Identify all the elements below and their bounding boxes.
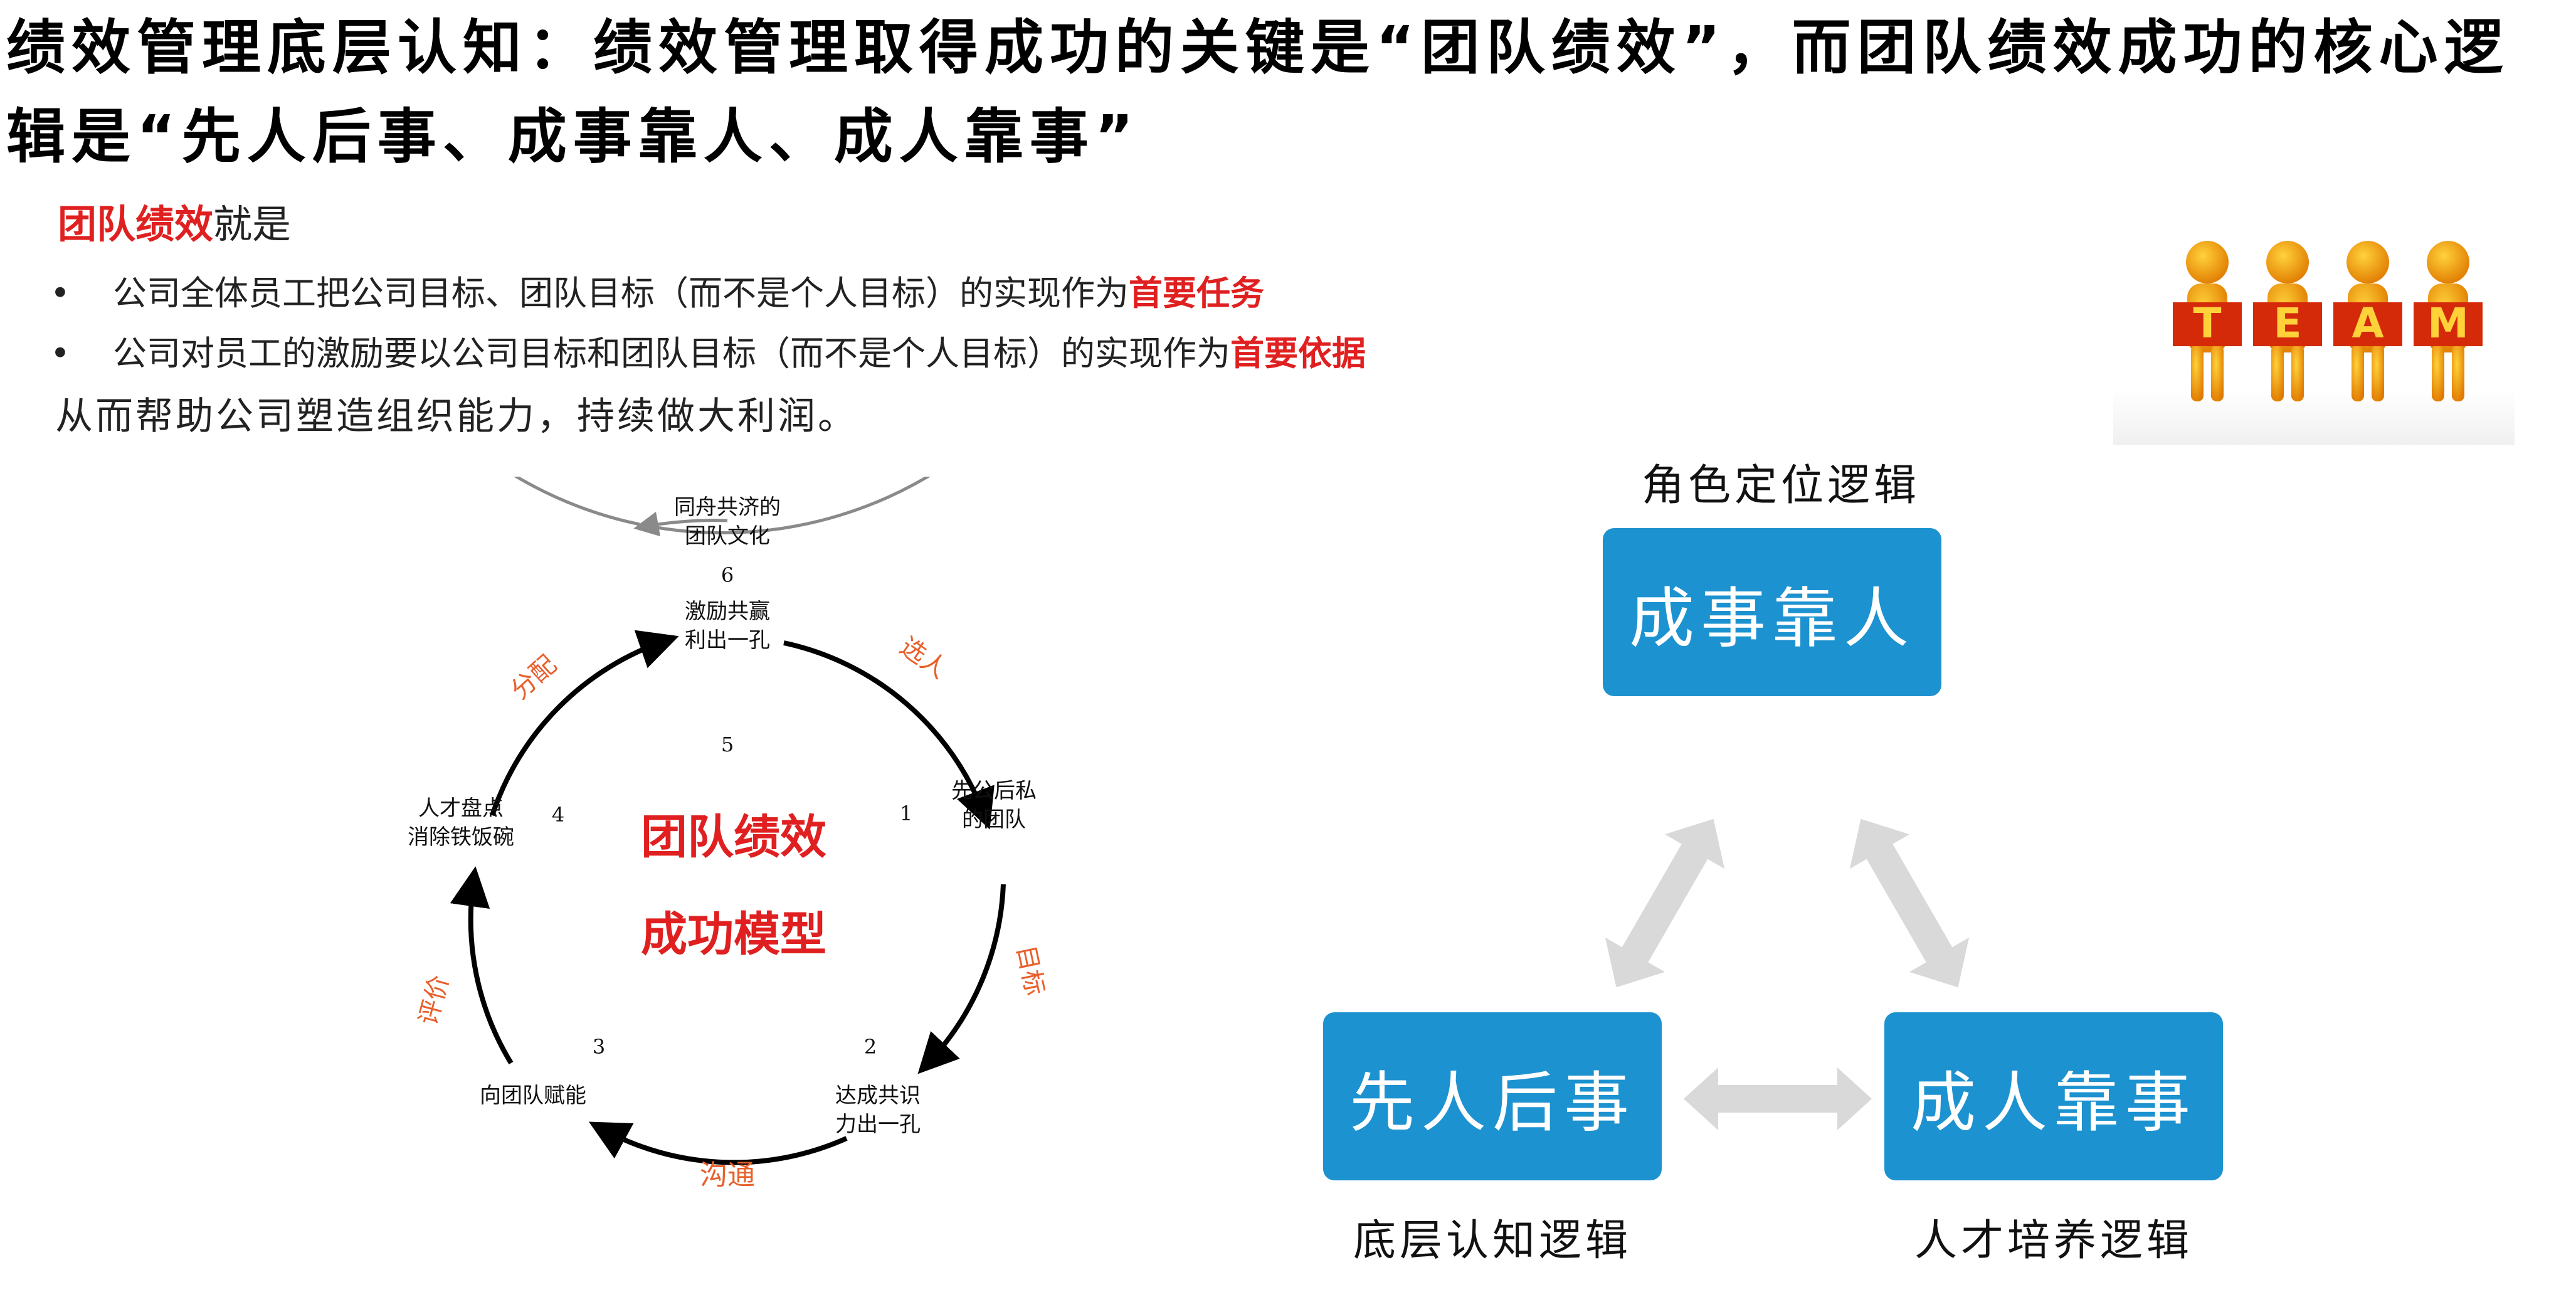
box-success-depends-on-people: 成事靠人 [1603, 528, 1941, 696]
arrow-label-select: 选人 [894, 632, 952, 685]
node-number-4: 4 [552, 803, 564, 827]
center-title-line1: 团队绩效 [641, 810, 826, 864]
team-figure: M [2414, 241, 2483, 401]
bullet-item-2: • 公司对员工的激励要以公司目标和团队目标（而不是个人目标）的实现作为首要依据 [50, 331, 1366, 376]
bullet-text: 公司对员工的激励要以公司目标和团队目标（而不是个人目标）的实现作为 [113, 334, 1230, 373]
culture-label-line2: 团队文化 [685, 524, 770, 549]
arrow-2-to-3 [588, 1121, 848, 1165]
bullet-text: 公司全体员工把公司目标、团队目标（而不是个人目标）的实现作为 [113, 273, 1129, 313]
node-number-1: 1 [900, 802, 912, 825]
node-label-2-line1: 达成共识 [835, 1083, 921, 1108]
team-letter-t: T [2193, 299, 2221, 347]
arrow-4-to-6 [490, 630, 679, 817]
bullet-emphasis: 首要依据 [1230, 333, 1366, 373]
arrow-top-right-double [1849, 818, 1970, 988]
node-label-1-line1: 先公后私 [951, 778, 1037, 803]
bullet-item-1: • 公司全体员工把公司目标、团队目标（而不是个人目标）的实现作为首要任务 [50, 271, 1264, 315]
arrow-label-communicate: 沟通 [700, 1159, 755, 1191]
arrow-bottom-double [1684, 1067, 1872, 1130]
node-label-6-line1: 激励共赢 [685, 599, 770, 624]
node-label-3-line1: 向团队赋能 [480, 1083, 586, 1108]
center-title-line2: 成功模型 [641, 908, 826, 961]
team-figure: A [2333, 241, 2402, 401]
box-develop-people-through-tasks: 成人靠事 [1884, 1012, 2223, 1180]
node-number-5: 5 [721, 733, 734, 756]
arrow-6-to-1 [783, 640, 995, 830]
node-number-2: 2 [864, 1035, 877, 1059]
team-figure: T [2173, 241, 2242, 401]
bullet-marker: • [50, 334, 70, 373]
intro-highlight: 团队绩效 [58, 201, 214, 247]
team-letter-a: A [2352, 299, 2383, 347]
team-letter-m: M [2427, 299, 2469, 347]
node-label-6-line2: 利出一孔 [685, 628, 770, 653]
node-number-3: 3 [593, 1035, 605, 1059]
arrow-label-evaluate: 评价 [414, 972, 455, 1028]
node-label-1-line2: 的团队 [962, 807, 1026, 832]
bullet-emphasis: 首要任务 [1129, 273, 1264, 313]
caption-talent-development-logic: 人才培养逻辑 [1914, 1216, 2193, 1266]
box-people-before-tasks: 先人后事 [1323, 1012, 1662, 1180]
triangle-arrows [1605, 818, 1970, 1130]
arrow-1-to-2 [917, 884, 1006, 1074]
node-label-4-line2: 消除铁饭碗 [408, 825, 514, 850]
node-label-4-line1: 人才盘点 [418, 796, 504, 821]
intro-line: 团队绩效就是 [58, 199, 291, 250]
arrow-label-goal: 目标 [1011, 943, 1050, 998]
intro-rest: 就是 [213, 201, 292, 247]
team-figures-image: T E A M [2113, 241, 2515, 445]
caption-role-logic: 角色定位逻辑 [1641, 461, 1920, 511]
arrow-label-distribute: 分配 [505, 650, 562, 705]
culture-label-line1: 同舟共济的 [674, 495, 781, 520]
arrow-3-to-4 [450, 866, 514, 1065]
team-letter-e: E [2273, 299, 2301, 347]
bullet-marker: • [50, 273, 70, 313]
node-label-2-line2: 力出一孔 [835, 1112, 921, 1137]
arrow-top-left-double [1605, 818, 1725, 988]
caption-foundational-logic: 底层认知逻辑 [1353, 1216, 1632, 1266]
team-figure: E [2253, 241, 2322, 401]
closing-statement: 从而帮助公司塑造组织能力，持续做大利润。 [55, 394, 858, 438]
page-title: 绩效管理底层认知：绩效管理取得成功的关键是“团队绩效”，而团队绩效成功的核心逻辑… [6, 14, 2510, 171]
node-number-6: 6 [721, 563, 734, 587]
team-performance-cycle-diagram: 同舟共济的 团队文化 6 激励共赢 利出一孔 5 1 先公后私 的团队 4 人才… [408, 477, 1050, 1191]
outer-circle-arrow [633, 511, 728, 537]
